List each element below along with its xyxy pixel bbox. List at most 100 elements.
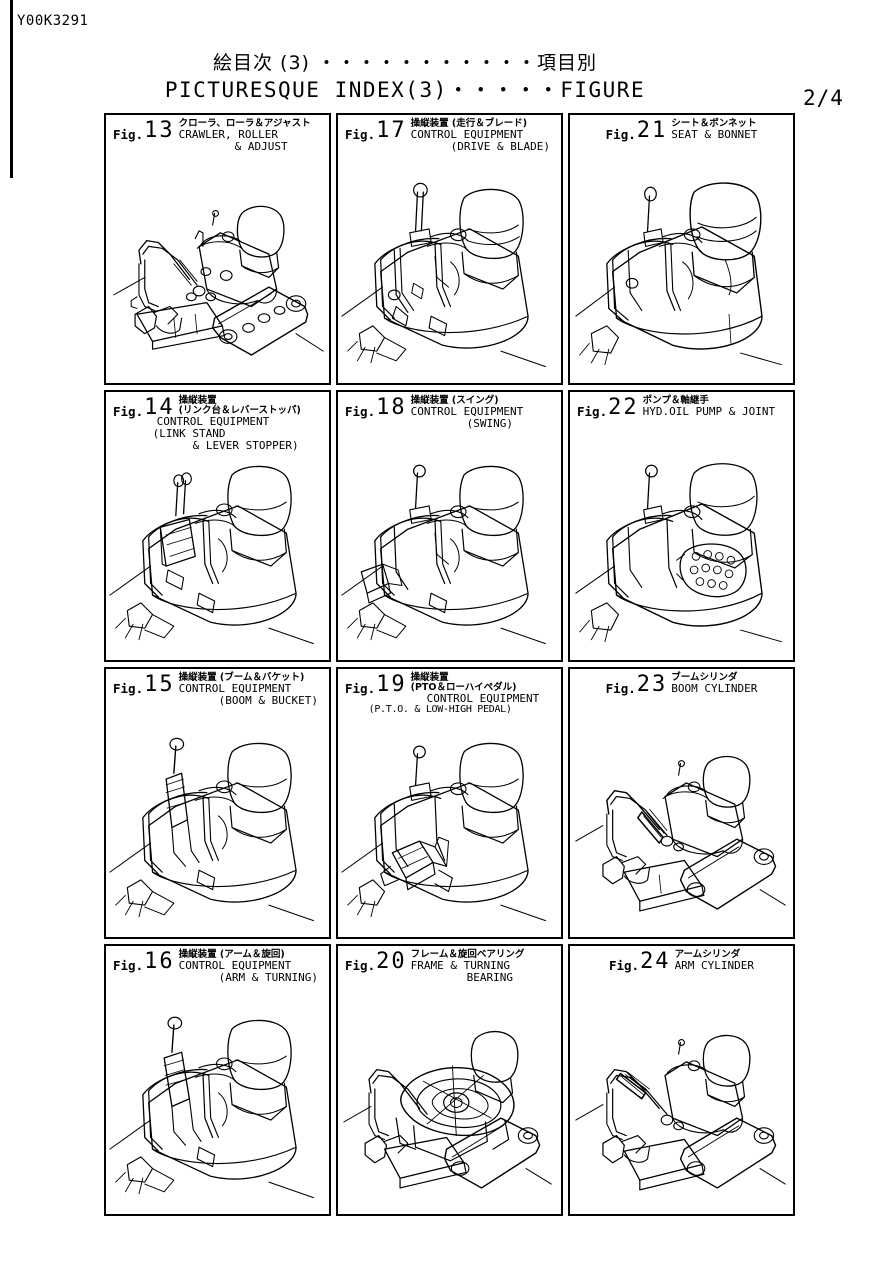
figure-caption: Fig. 16 操縦装置 (アーム＆旋回) CONTROL EQUIPMENT … [106,949,329,1003]
caption-english-line-2: (BOOM & BUCKET) [218,693,318,707]
figure-word: Fig. [577,404,608,419]
figure-caption: Fig. 23 ブームシリンダ BOOM CYLINDER [570,672,793,726]
caption-english-line-1: CONTROL EQUIPMENT [156,414,270,428]
caption-japanese: アームシリンダ [674,949,741,960]
caption-english-line-1: CONTROL EQUIPMENT [178,958,292,972]
caption-english-line-2: (P.T.O. & LOW-HIGH PEDAL) [368,703,512,715]
figure-cell-22[interactable]: Fig. 22 ポンプ＆軸継手 HYD.OIL PUMP & JOINT [568,390,795,662]
figure-number: 13 [144,118,175,143]
figure-word: Fig. [345,958,376,973]
figure-number: 23 [636,672,668,697]
figure-drawing-excavator [570,998,793,1214]
figure-word: Fig. [113,404,144,419]
figure-drawing-cab-controls [338,444,561,660]
figure-caption: Fig. 24 アームシリンダ ARM CYLINDER [570,949,793,1003]
page-number: 2/4 [803,86,844,110]
figure-number: 24 [640,949,671,974]
caption-english-line-2: (LINK STAND [152,426,226,440]
figure-drawing-pump-joint [570,444,793,660]
caption-japanese: 操縦装置 (ブーム＆バケット) [178,672,305,683]
figure-cell-20[interactable]: Fig. 20 フレーム＆旋回ベアリング FRAME & TURNING BEA… [336,944,563,1216]
figure-cell-23[interactable]: Fig. 23 ブームシリンダ BOOM CYLINDER [568,667,795,939]
caption-japanese: 操縦装置 (アーム＆旋回) [178,949,285,960]
page-title-japanese: 絵目次 (3) ・・・・・・・・・・・項目別 [213,52,597,74]
caption-english-line-2: & ADJUST [234,139,288,153]
figure-word: Fig. [345,127,376,142]
caption-japanese: 操縦装置 [410,672,449,683]
figure-drawing-cab-controls [338,721,561,937]
figure-cell-19[interactable]: Fig. 19 操縦装置 (PTO＆ローハイペダル) CONTROL EQUIP… [336,667,563,939]
figure-cell-13[interactable]: Fig. 13 クローラ、ローラ＆アジャスト CRAWLER, ROLLER &… [104,113,331,385]
page-title: 絵目次 (3) ・・・・・・・・・・・項目別 PICTURESQUE INDEX… [0,52,810,103]
figure-drawing-excavator [106,167,329,383]
figure-cell-21[interactable]: Fig. 21 シート＆ボンネット SEAT & BONNET [568,113,795,385]
caption-japanese: シート＆ボンネット [671,118,757,129]
caption-english-line-3: & LEVER STOPPER) [192,438,299,452]
figure-cell-18[interactable]: Fig. 18 操縦装置 (スイング) CONTROL EQUIPMENT (S… [336,390,563,662]
figure-drawing-cab-controls [106,721,329,937]
figure-drawing-seat-bonnet [570,167,793,383]
figure-drawing-excavator [570,721,793,937]
document-id: Y00K3291 [17,13,89,29]
caption-english-line-1: CONTROL EQUIPMENT [410,404,524,418]
caption-japanese: フレーム＆旋回ベアリング [410,949,525,960]
figure-caption: Fig. 15 操縦装置 (ブーム＆バケット) CONTROL EQUIPMEN… [106,672,329,726]
figure-number: 17 [376,118,407,143]
figure-cell-24[interactable]: Fig. 24 アームシリンダ ARM CYLINDER [568,944,795,1216]
figure-number: 15 [144,672,175,697]
figure-cell-17[interactable]: Fig. 17 操縦装置 (走行＆ブレード) CONTROL EQUIPMENT… [336,113,563,385]
figure-caption: Fig. 13 クローラ、ローラ＆アジャスト CRAWLER, ROLLER &… [106,118,329,172]
figure-cell-14[interactable]: Fig. 14 操縦装置 (リンク台＆レバーストッパ) CONTROL EQUI… [104,390,331,662]
figure-word: Fig. [345,404,376,419]
figure-word: Fig. [113,681,144,696]
figure-drawing-cab-controls [106,444,329,660]
left-margin-rule [10,0,13,178]
figure-number: 14 [144,395,175,420]
figure-drawing-cab-controls [106,998,329,1214]
caption-english-line-1: CONTROL EQUIPMENT [410,127,524,141]
caption-japanese-2: (リンク台＆レバーストッパ) [178,404,301,416]
figure-drawing-frame-turning [338,998,561,1214]
caption-japanese-2: (PTO＆ローハイペダル) [410,681,517,693]
caption-english-line-1: SEAT & BONNET [671,127,758,141]
caption-english-line-2: BEARING [466,970,513,984]
caption-english-line-2: (DRIVE & BLADE) [450,139,550,153]
figure-number: 22 [608,395,639,420]
figure-number: 19 [376,672,407,697]
figure-word: Fig. [608,958,640,973]
caption-english-line-1: CRAWLER, ROLLER [178,127,278,141]
figure-caption: Fig. 14 操縦装置 (リンク台＆レバーストッパ) CONTROL EQUI… [106,395,329,452]
figure-number: 20 [376,949,407,974]
figure-drawing-cab-controls [338,167,561,383]
figure-grid: Fig. 13 クローラ、ローラ＆アジャスト CRAWLER, ROLLER &… [104,113,795,1216]
caption-english-line-1: HYD.OIL PUMP & JOINT [642,404,776,418]
figure-cell-16[interactable]: Fig. 16 操縦装置 (アーム＆旋回) CONTROL EQUIPMENT … [104,944,331,1216]
caption-japanese: ポンプ＆軸継手 [642,395,709,406]
caption-english-line-1: ARM CYLINDER [674,958,755,972]
figure-caption: Fig. 22 ポンプ＆軸継手 HYD.OIL PUMP & JOINT [570,395,793,449]
figure-word: Fig. [113,127,144,142]
caption-japanese: クローラ、ローラ＆アジャスト [178,118,311,129]
caption-japanese: 操縦装置 (走行＆ブレード) [410,118,528,129]
figure-caption: Fig. 19 操縦装置 (PTO＆ローハイペダル) CONTROL EQUIP… [338,672,561,726]
caption-english-line-1: BOOM CYLINDER [671,681,758,695]
caption-english-line-1: CONTROL EQUIPMENT [426,691,540,705]
page-title-english: PICTURESQUE INDEX(3)・・・・・FIGURE [164,77,646,102]
figure-caption: Fig. 20 フレーム＆旋回ベアリング FRAME & TURNING BEA… [338,949,561,1003]
caption-english-line-1: CONTROL EQUIPMENT [178,681,292,695]
figure-number: 21 [636,118,668,143]
figure-cell-15[interactable]: Fig. 15 操縦装置 (ブーム＆バケット) CONTROL EQUIPMEN… [104,667,331,939]
figure-word: Fig. [113,958,144,973]
caption-english-line-1: FRAME & TURNING [410,958,510,972]
figure-word: Fig. [605,127,636,142]
figure-word: Fig. [605,681,636,696]
figure-number: 16 [144,949,175,974]
caption-japanese: ブームシリンダ [671,672,738,683]
figure-word: Fig. [345,681,376,696]
figure-caption: Fig. 21 シート＆ボンネット SEAT & BONNET [570,118,793,172]
figure-caption: Fig. 17 操縦装置 (走行＆ブレード) CONTROL EQUIPMENT… [338,118,561,172]
caption-english-line-2: (ARM & TURNING) [218,970,318,984]
caption-english-line-2: (SWING) [466,416,513,430]
caption-japanese: 操縦装置 [178,395,217,406]
figure-number: 18 [376,395,407,420]
